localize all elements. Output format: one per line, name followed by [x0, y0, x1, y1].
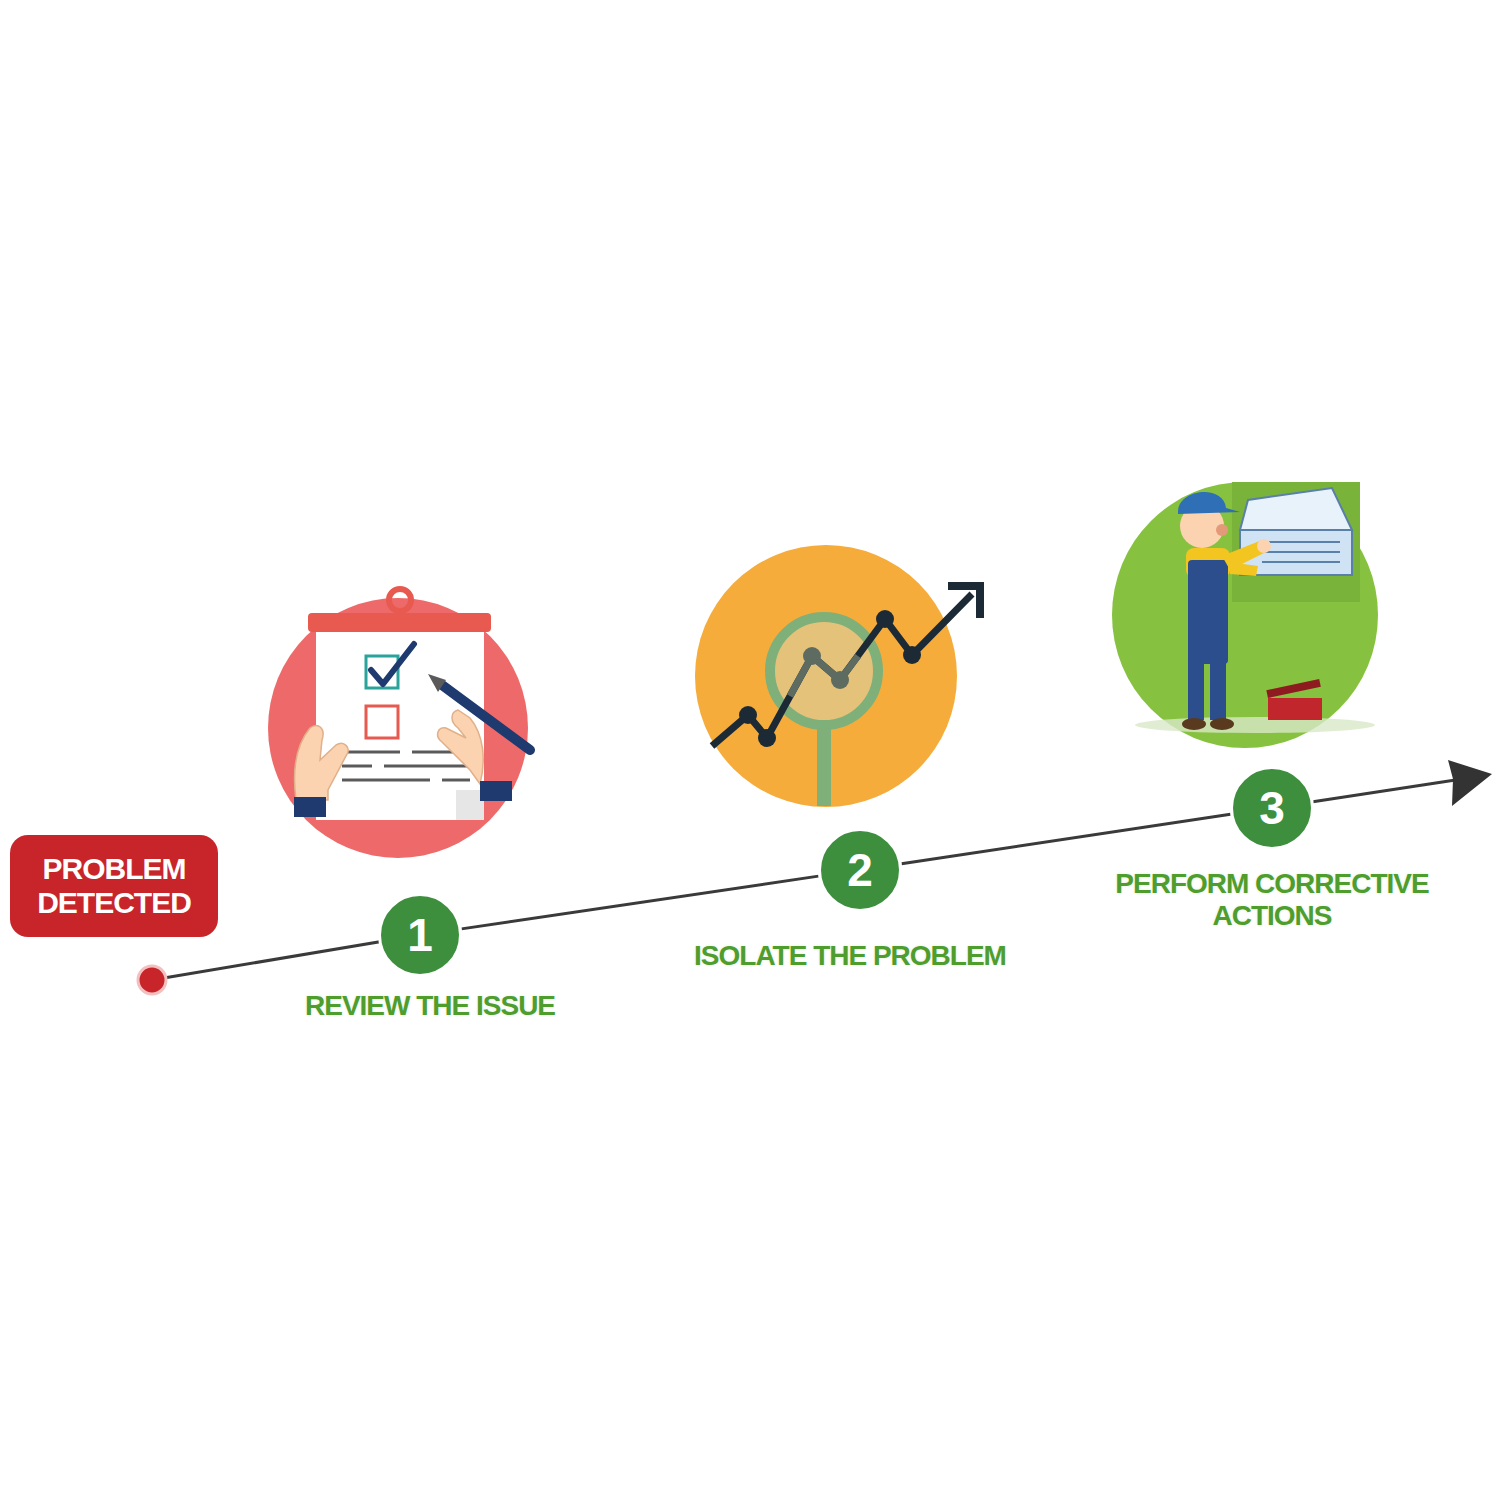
trend-arrowhead — [952, 586, 980, 614]
clip-ring — [389, 589, 411, 611]
drawing-part — [342, 779, 430, 782]
left-hand — [295, 726, 349, 800]
trend-line-lens — [790, 656, 858, 696]
step-number: 3 — [1259, 783, 1285, 833]
leg — [1188, 658, 1204, 720]
drawing-part — [1262, 561, 1340, 563]
drawing-part — [384, 765, 470, 768]
toolbox — [1268, 698, 1322, 720]
left-cuff — [294, 797, 326, 817]
magnifier-handle — [817, 722, 831, 806]
drawing-part — [442, 779, 470, 782]
paper-fold — [456, 790, 484, 820]
status-text: PROBLEM DETECTED — [37, 852, 191, 920]
leg — [1210, 658, 1226, 720]
trend-dots-lens — [803, 647, 849, 689]
step-circle: 1REVIEW THE ISSUE — [378, 893, 462, 977]
pen — [442, 685, 530, 750]
box-fill — [10, 835, 218, 937]
clipboard-illustration — [268, 589, 530, 858]
checkbox — [366, 706, 398, 738]
icon-circle — [268, 598, 528, 858]
drawing-part — [758, 729, 776, 747]
step-circle: 2ISOLATE THE PROBLEM — [818, 828, 902, 912]
timeline-arrowhead — [1448, 760, 1492, 806]
step-label: REVIEW THE ISSUE — [305, 990, 555, 1022]
status-box: PROBLEM DETECTED — [10, 835, 218, 937]
nose — [1216, 524, 1228, 536]
check-mark — [371, 644, 414, 684]
circle-fill — [380, 895, 461, 976]
circle-fill — [1232, 768, 1313, 849]
step-label: ISOLATE THE PROBLEM — [694, 940, 1006, 972]
drawing-part — [739, 706, 757, 724]
cap — [1178, 492, 1240, 514]
boot — [1182, 718, 1206, 730]
right-cuff — [480, 781, 512, 801]
drawing-part — [876, 610, 894, 628]
ac-grille — [1262, 542, 1340, 562]
step-label: PERFORM CORRECTIVE ACTIONS — [1092, 868, 1452, 932]
wall-patch — [1232, 482, 1360, 602]
timeline-connector — [462, 876, 819, 929]
circle-fill — [820, 830, 901, 911]
start-dot — [138, 966, 166, 994]
boot — [1210, 718, 1234, 730]
trend-line — [712, 594, 972, 746]
timeline-connector — [902, 814, 1231, 864]
step-number: 2 — [847, 845, 873, 895]
overalls — [1188, 560, 1228, 664]
icon-circle — [695, 545, 957, 807]
paper — [316, 626, 484, 820]
step-number: 1 — [407, 910, 433, 960]
drawing-part — [803, 647, 821, 665]
arm — [1228, 562, 1258, 576]
pen-nib — [428, 674, 446, 692]
drawing-part — [1262, 541, 1340, 543]
text-lines — [342, 752, 470, 780]
right-hand — [438, 710, 484, 784]
drawing-part — [831, 671, 849, 689]
drawing-part — [1262, 551, 1340, 553]
floor-shadow — [1135, 717, 1375, 733]
drawing-part — [903, 646, 921, 664]
ac-lid — [1240, 488, 1352, 530]
icon-circle — [1112, 482, 1378, 748]
hand — [1257, 539, 1271, 553]
trend-dots — [739, 610, 921, 747]
analysis-illustration — [695, 545, 980, 807]
technician-illustration — [1112, 482, 1378, 748]
drawing-part — [342, 751, 400, 754]
drawing-part — [342, 765, 372, 768]
clip-bar — [308, 613, 491, 632]
step-circle: 3PERFORM CORRECTIVE ACTIONS — [1230, 766, 1314, 850]
toolbox-lid — [1266, 679, 1320, 698]
